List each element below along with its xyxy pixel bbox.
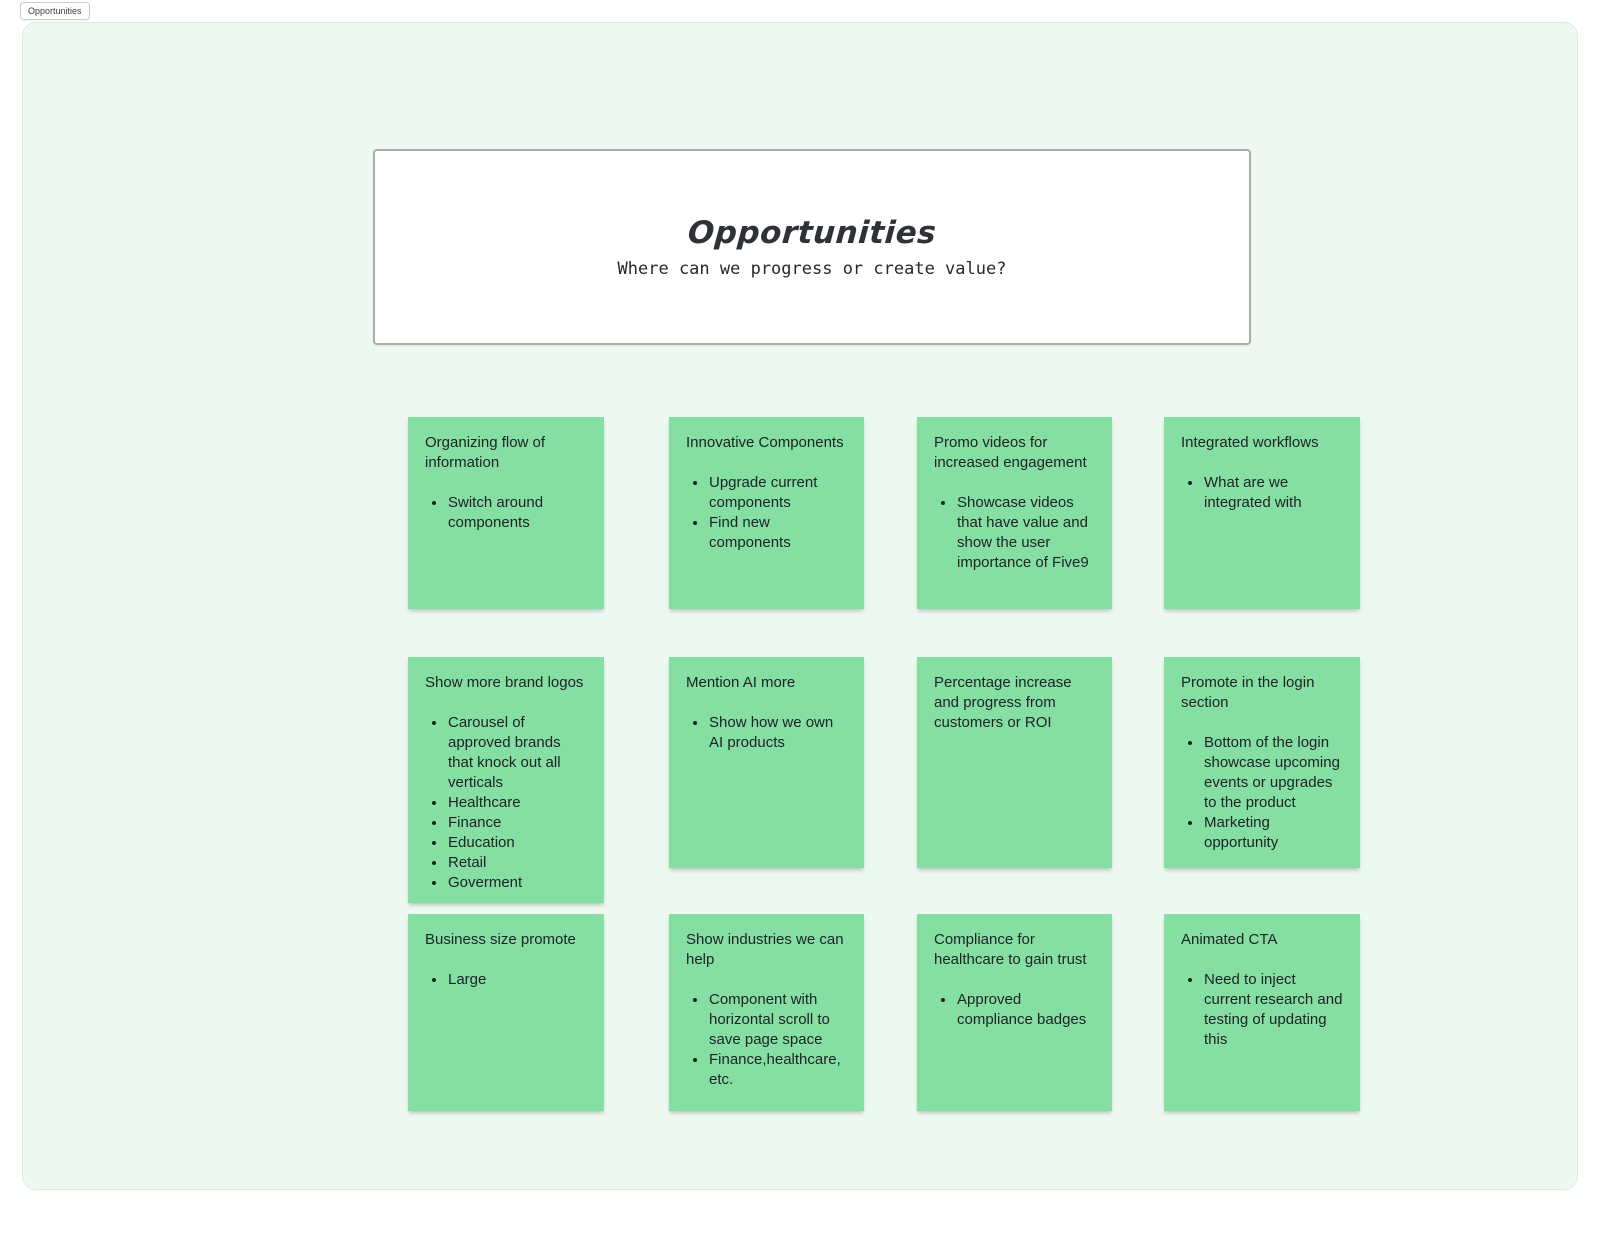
sticky-bullet: Need to inject current research and test… <box>1203 970 1343 1050</box>
sticky-note-animated-cta[interactable]: Animated CTA Need to inject current rese… <box>1164 914 1360 1111</box>
sticky-note-login-section[interactable]: Promote in the login section Bottom of t… <box>1164 657 1360 868</box>
sticky-bullet-list: Show how we own AI products <box>686 713 847 753</box>
sticky-note-mention-ai[interactable]: Mention AI more Show how we own AI produ… <box>669 657 864 868</box>
sticky-title: Organizing flow of information <box>425 434 546 471</box>
sticky-title: Promote in the login section <box>1181 674 1315 711</box>
sticky-title: Promo videos for increased engagement <box>934 434 1087 471</box>
title-card[interactable]: Opportunities Where can we progress or c… <box>373 149 1251 345</box>
sticky-bullet: Upgrade current components <box>708 473 847 513</box>
sticky-bullet: What are we integrated with <box>1203 473 1343 513</box>
section-title: Opportunities <box>686 215 938 251</box>
sticky-title: Compliance for healthcare to gain trust <box>934 931 1087 968</box>
sticky-title: Show more brand logos <box>425 674 584 691</box>
sticky-note-integrated-workflows[interactable]: Integrated workflows What are we integra… <box>1164 417 1360 609</box>
sticky-bullet: Retail <box>447 853 587 873</box>
sticky-note-percentage-roi[interactable]: Percentage increase and progress from cu… <box>917 657 1112 868</box>
sticky-bullet-list: Carousel of approved brands that knock o… <box>425 713 587 893</box>
sticky-note-brand-logos[interactable]: Show more brand logos Carousel of approv… <box>408 657 604 903</box>
sticky-title: Business size promote <box>425 931 576 948</box>
sticky-bullet: Large <box>447 970 587 990</box>
sticky-bullet: Switch around components <box>447 493 587 533</box>
sticky-bullet-list: Showcase videos that have value and show… <box>934 493 1095 573</box>
sticky-title: Integrated workflows <box>1181 434 1319 451</box>
section-tab-opportunities[interactable]: Opportunities <box>20 2 90 20</box>
sticky-bullet: Education <box>447 833 587 853</box>
sticky-bullet: Approved compliance badges <box>956 990 1095 1030</box>
sticky-bullet: Finance,healthcare, etc. <box>708 1050 847 1090</box>
sticky-bullet-list: Switch around components <box>425 493 587 533</box>
sticky-bullet: Marketing opportunity <box>1203 813 1343 853</box>
sticky-note-promo-videos[interactable]: Promo videos for increased engagement Sh… <box>917 417 1112 609</box>
sticky-bullet: Finance <box>447 813 587 833</box>
sticky-bullet: Carousel of approved brands that knock o… <box>447 713 587 793</box>
sticky-note-industries[interactable]: Show industries we can help Component wi… <box>669 914 864 1111</box>
sticky-bullet: Find new components <box>708 513 847 553</box>
sticky-note-business-size[interactable]: Business size promote Large <box>408 914 604 1111</box>
sticky-note-innovative-components[interactable]: Innovative Components Upgrade current co… <box>669 417 864 609</box>
section-canvas[interactable]: Opportunities Where can we progress or c… <box>22 22 1578 1190</box>
sticky-title: Percentage increase and progress from cu… <box>934 674 1072 731</box>
sticky-bullet-list: Large <box>425 970 587 990</box>
sticky-note-compliance[interactable]: Compliance for healthcare to gain trust … <box>917 914 1112 1111</box>
sticky-title: Innovative Components <box>686 434 844 451</box>
sticky-bullet-list: Bottom of the login showcase upcoming ev… <box>1181 733 1343 853</box>
section-subtitle: Where can we progress or create value? <box>617 259 1007 279</box>
sticky-title: Animated CTA <box>1181 931 1278 948</box>
sticky-bullet: Showcase videos that have value and show… <box>956 493 1095 573</box>
sticky-bullet-list: Upgrade current components Find new comp… <box>686 473 847 553</box>
sticky-bullet: Healthcare <box>447 793 587 813</box>
sticky-bullet-list: Approved compliance badges <box>934 990 1095 1030</box>
sticky-bullet: Show how we own AI products <box>708 713 847 753</box>
sticky-note-organizing-flow[interactable]: Organizing flow of information Switch ar… <box>408 417 604 609</box>
section-tab-label: Opportunities <box>28 6 82 16</box>
sticky-bullet: Bottom of the login showcase upcoming ev… <box>1203 733 1343 813</box>
sticky-title: Show industries we can help <box>686 931 844 968</box>
sticky-bullet-list: What are we integrated with <box>1181 473 1343 513</box>
sticky-bullet: Component with horizontal scroll to save… <box>708 990 847 1050</box>
sticky-bullet: Goverment <box>447 873 587 893</box>
sticky-bullet-list: Component with horizontal scroll to save… <box>686 990 847 1090</box>
sticky-bullet-list: Need to inject current research and test… <box>1181 970 1343 1050</box>
sticky-title: Mention AI more <box>686 674 796 691</box>
